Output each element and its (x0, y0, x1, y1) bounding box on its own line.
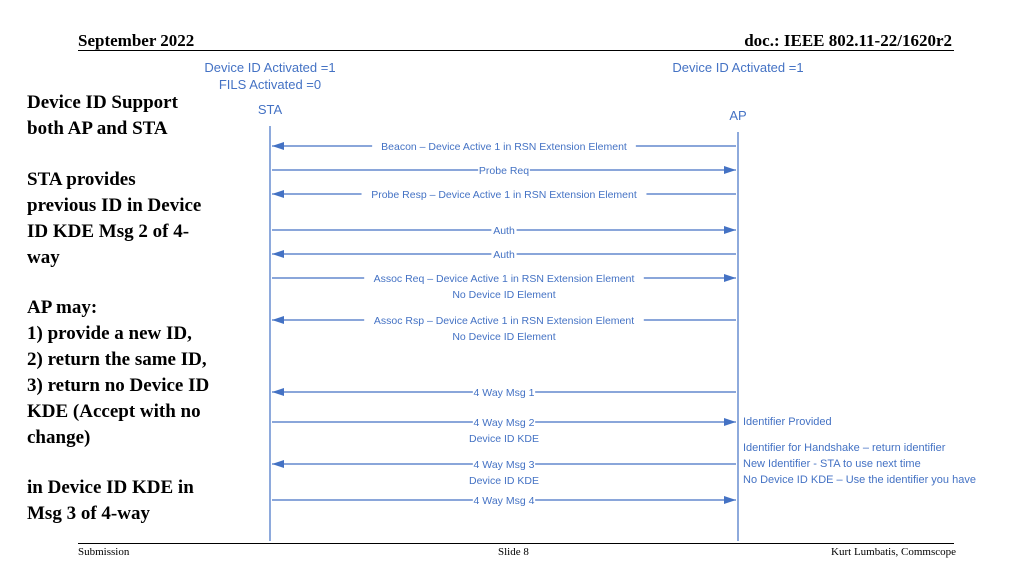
message-arrow: 4 Way Msg 3 Device ID KDE (272, 459, 736, 487)
message-arrow: 4 Way Msg 1 (272, 387, 736, 399)
side-text-block-4: in Device ID KDE in Msg 3 of 4-way (27, 475, 194, 527)
header-rule (78, 50, 954, 51)
arrow-head (272, 460, 284, 468)
side-text-line: STA provides (27, 169, 136, 190)
message-label: Probe Req (479, 165, 529, 177)
message-arrow: 4 Way Msg 2 Device ID KDE (272, 417, 736, 445)
arrow-head (272, 190, 284, 198)
arrow-head (724, 166, 736, 174)
message-arrow: Probe Req (272, 165, 736, 177)
sta-label: STA (258, 102, 283, 117)
arrow-head (272, 250, 284, 258)
message-label: Auth (493, 225, 515, 237)
message-arrow: Auth (272, 249, 736, 261)
side-text-line: 3) return no Device ID (27, 375, 210, 396)
footer-author: Kurt Lumbatis, Commscope (831, 546, 956, 558)
side-text-line: Msg 3 of 4-way (27, 503, 150, 524)
note-line: No Device ID KDE – Use the identifier yo… (743, 474, 976, 486)
message-label: Beacon – Device Active 1 in RSN Extensio… (381, 141, 627, 153)
side-text-line: Device ID Support (27, 92, 178, 113)
side-text-block-2: STA provides previous ID in Device ID KD… (27, 167, 201, 271)
side-text-line: both AP and STA (27, 118, 168, 139)
message-arrows: Beacon – Device Active 1 in RSN Extensio… (272, 141, 736, 507)
footer-rule (78, 543, 954, 544)
message-arrow: Beacon – Device Active 1 in RSN Extensio… (272, 141, 736, 153)
message-label: 4 Way Msg 4 (474, 495, 535, 507)
side-text-block-1: Device ID Support both AP and STA (27, 90, 178, 142)
side-text-block-3: AP may: 1) provide a new ID, 2) return t… (27, 295, 209, 451)
side-text-line: ID KDE Msg 2 of 4- (27, 221, 190, 242)
arrow-head (724, 226, 736, 234)
side-text-line: change) (27, 427, 91, 448)
message-label: Device ID KDE (469, 433, 539, 445)
ap-label: AP (729, 108, 746, 123)
arrow-head (724, 274, 736, 282)
side-text-line: KDE (Accept with no (27, 401, 201, 422)
message-arrow: Auth (272, 225, 736, 237)
footer-slide-number: Slide 8 (498, 546, 529, 558)
sta-state-line-2: FILS Activated =0 (219, 77, 321, 92)
side-text-line: previous ID in Device (27, 195, 202, 216)
message-label: 4 Way Msg 1 (474, 387, 535, 399)
side-text-line: way (27, 247, 60, 268)
arrow-head (272, 388, 284, 396)
note-line: New Identifier - STA to use next time (743, 458, 921, 470)
message-arrow: Assoc Req – Device Active 1 in RSN Exten… (272, 273, 736, 301)
message-arrow: 4 Way Msg 4 (272, 495, 736, 507)
footer-left: Submission (78, 546, 130, 558)
message-label: Auth (493, 249, 515, 261)
arrow-head (272, 316, 284, 324)
message-label: No Device ID Element (452, 331, 555, 343)
message-label: Assoc Req – Device Active 1 in RSN Exten… (374, 273, 635, 285)
side-text-line: AP may: (27, 297, 98, 318)
note-line: Identifier Provided (743, 416, 832, 428)
arrow-head (272, 142, 284, 150)
message-label: 4 Way Msg 3 (474, 459, 535, 471)
header-date: September 2022 (78, 31, 195, 50)
message-label: 4 Way Msg 2 (474, 417, 535, 429)
side-text-line: 1) provide a new ID, (27, 323, 192, 344)
message-arrow: Assoc Rsp – Device Active 1 in RSN Exten… (272, 315, 736, 343)
message-label: Probe Resp – Device Active 1 in RSN Exte… (371, 189, 637, 201)
arrow-head (724, 496, 736, 504)
message-arrow: Probe Resp – Device Active 1 in RSN Exte… (272, 189, 736, 201)
ap-state-line-1: Device ID Activated =1 (672, 60, 803, 75)
arrow-head (724, 418, 736, 426)
side-text-line: in Device ID KDE in (27, 477, 194, 498)
message-label: Assoc Rsp – Device Active 1 in RSN Exten… (374, 315, 634, 327)
sta-state-line-1: Device ID Activated =1 (204, 60, 335, 75)
message-label: Device ID KDE (469, 475, 539, 487)
header-doc-id: doc.: IEEE 802.11-22/1620r2 (744, 31, 952, 50)
message-label: No Device ID Element (452, 289, 555, 301)
note-line: Identifier for Handshake – return identi… (743, 442, 946, 454)
side-text-line: 2) return the same ID, (27, 349, 207, 370)
